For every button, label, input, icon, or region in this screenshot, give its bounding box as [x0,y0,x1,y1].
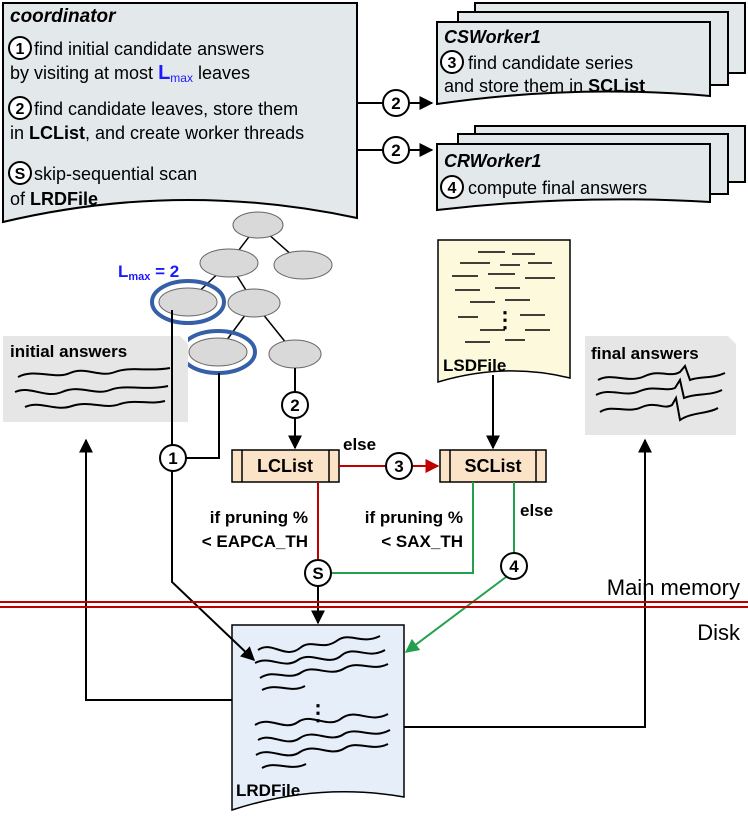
initial-answers-box: initial answers [3,336,188,422]
crworker-line1: compute final answers [468,178,647,198]
circle-4-label: 4 [509,557,519,576]
lsd-file-dots: ⋮ [494,307,516,332]
pruning-green-line1: if pruning % [365,508,463,527]
circle-2-label: 2 [290,396,299,415]
crworker-step-number: 4 [448,180,457,197]
csworker-step-number: 3 [448,55,457,72]
coordinator-box: coordinator 1 find initial candidate ans… [2,2,358,224]
lclist-box: LCList [231,449,340,483]
step-1-circle [8,36,32,60]
coordinator-to-workers-arrows: 2 2 [357,89,434,164]
disk-label: Disk [697,620,741,645]
crworker-title: CRWorker1 [444,151,541,171]
arrow-to-cr-label: 2 [391,141,400,160]
circle-1-label: 1 [168,449,177,468]
circle-3-label: 3 [394,457,403,476]
main-memory-label: Main memory [607,575,740,600]
sclist-label: SCList [464,456,521,476]
step-1-line1: find initial candidate answers [34,39,264,59]
else-red-label: else [343,435,376,454]
step-s-number: S [15,166,26,183]
final-answers-box: final answers [585,336,736,435]
initial-answers-label: initial answers [10,342,127,361]
csworker-line1: find candidate series [468,53,633,73]
lrd-file-label: LRDFile [236,781,300,800]
step-2-line2: in LCList, and create worker threads [10,123,304,143]
else-green-label: else [520,501,553,520]
lrd-file: ⋮ LRDFile [231,624,405,812]
lmax-label: Lmax = 2 [118,262,179,283]
step-s-line1: skip-sequential scan [34,164,197,184]
coordinator-title: coordinator [10,6,117,27]
arrow-to-cs-label: 2 [391,94,400,113]
lsd-file: ⋮ LSDFile [437,239,571,384]
lsd-file-label: LSDFile [443,356,506,375]
sclist-box: SCList [439,449,547,483]
step-2-line1: find candidate leaves, store them [34,99,298,119]
step-2-number: 2 [16,101,25,118]
csworker-box: CSWorker1 3 find candidate series and st… [436,2,746,106]
step-1-line2: by visiting at most Lmax leaves [10,62,250,85]
flow-arrows: 2 3 else 1 S 4 else [79,310,652,728]
csworker-title: CSWorker1 [444,27,541,47]
lclist-label: LCList [257,456,313,476]
pruning-red-line2: < EAPCA_TH [202,532,308,551]
final-answers-label: final answers [591,344,699,363]
index-tree [150,211,333,375]
step-1-number: 1 [16,41,25,58]
circle-s-label: S [312,564,323,583]
crworker-box: CRWorker1 4 compute final answers [436,125,746,212]
pruning-green-line2: < SAX_TH [381,532,463,551]
memory-disk-boundary [0,601,748,608]
step-s-circle [8,161,32,185]
pruning-red-line1: if pruning % [210,508,308,527]
lrd-file-dots: ⋮ [307,700,329,725]
step-s-line2: of LRDFile [10,189,98,209]
csworker-line2: and store them in SCList [444,76,645,96]
step-2-circle [8,96,32,120]
